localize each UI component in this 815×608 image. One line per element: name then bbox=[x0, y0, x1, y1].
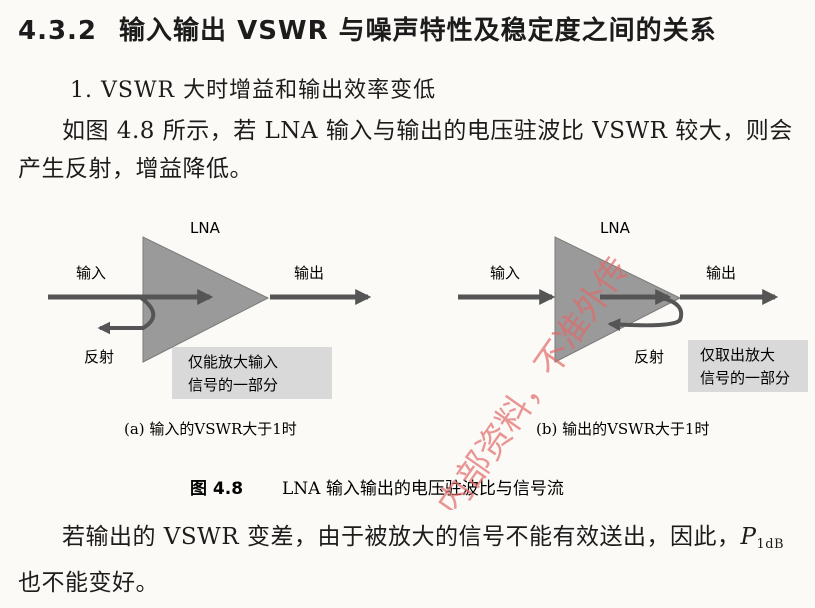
section-heading: 4.3.2 输入输出 VSWR 与噪声特性及稳定度之间的关系 bbox=[18, 10, 717, 47]
panel-b-note-line-2: 信号的一部分 bbox=[700, 369, 790, 387]
paragraph-1: 如图 4.8 所示，若 LNA 输入与输出的电压驻波比 VSWR 较大，则会产生… bbox=[18, 118, 793, 182]
watermark-stamp: 内部资料，不准外传 bbox=[430, 250, 638, 510]
panel-a: LNA 输入 输出 反射 仅能放大输入 信号的一部分 (a) 输入的VSWR大于… bbox=[48, 219, 372, 438]
panel-a-note-line-1: 仅能放大输入 bbox=[188, 353, 278, 371]
panel-b-input-label: 输入 bbox=[490, 264, 520, 282]
panel-b-note-box bbox=[688, 340, 808, 392]
subsection-title: 1. VSWR 大时增益和输出效率变低 bbox=[70, 78, 437, 103]
panel-b-amp-label: LNA bbox=[600, 219, 631, 237]
panel-a-caption: (a) 输入的VSWR大于1时 bbox=[124, 420, 297, 438]
panel-a-note-box bbox=[172, 347, 332, 399]
panel-a-reflect-arrow bbox=[97, 295, 156, 335]
p1db-symbol: P bbox=[740, 524, 757, 550]
panel-a-input-label: 输入 bbox=[76, 264, 106, 282]
panel-b: LNA 输入 输出 反射 仅取出放大 信号的一部分 (b) 输出的VSWR大于1… bbox=[458, 219, 808, 438]
panel-a-reflect-label: 反射 bbox=[84, 348, 114, 366]
panel-a-amp-label: LNA bbox=[190, 219, 221, 237]
figure-caption: LNA 输入输出的电压驻波比与信号流 bbox=[282, 479, 564, 499]
paragraph-2-text-a: 若输出的 VSWR 变差，由于被放大的信号不能有效送出，因此， bbox=[62, 524, 741, 550]
panel-a-output-label: 输出 bbox=[294, 264, 324, 282]
panel-b-output-label: 输出 bbox=[706, 264, 736, 282]
paragraph-2: 若输出的 VSWR 变差，由于被放大的信号不能有效送出，因此，P1dB 也不能变好… bbox=[18, 518, 793, 602]
p1db-subscript: 1dB bbox=[756, 537, 785, 552]
section-title: 输入输出 VSWR 与噪声特性及稳定度之间的关系 bbox=[119, 16, 717, 46]
figure-4-8: LNA 输入 输出 反射 仅能放大输入 信号的一部分 (a) 输入的VSWR大于… bbox=[48, 219, 808, 510]
panel-b-reflect-label: 反射 bbox=[634, 348, 664, 366]
panel-b-caption: (b) 输出的VSWR大于1时 bbox=[536, 420, 709, 438]
paragraph-2-text-b: 也不能变好。 bbox=[18, 570, 159, 596]
figure-label: 图 4.8 bbox=[190, 479, 243, 499]
panel-b-reflect-arrow bbox=[607, 296, 684, 332]
panel-b-note-line-1: 仅取出放大 bbox=[700, 346, 775, 364]
panel-a-note-line-2: 信号的一部分 bbox=[188, 376, 278, 394]
section-number: 4.3.2 bbox=[18, 16, 98, 46]
